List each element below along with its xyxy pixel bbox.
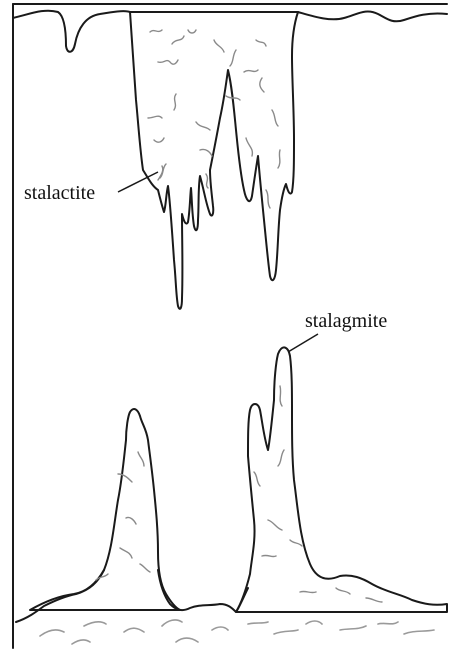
stalagmite-leader-line: [288, 334, 318, 352]
floor-texture: [40, 620, 434, 644]
stalagmite-label: stalagmite: [305, 310, 387, 332]
stalactite-formation: [130, 12, 298, 309]
left-stalagmite: [30, 409, 180, 610]
stalactite-label: stalactite: [24, 182, 95, 204]
right-stalagmite: [236, 347, 447, 612]
